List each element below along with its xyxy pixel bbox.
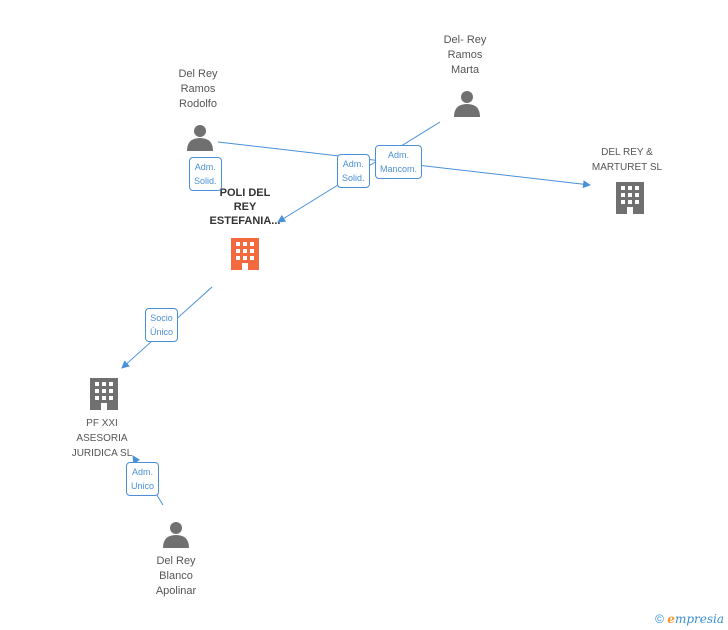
node-label-poli[interactable]: POLI DEL REY ESTEFANIA... <box>209 187 281 227</box>
edge-badge-rodolfo-poli[interactable]: Adm. Solid. <box>189 157 222 191</box>
edge-badge-rodolfo-marturet[interactable]: Adm. Mancom. <box>375 145 423 179</box>
edge-badge-apolinar-pfxxi[interactable]: Adm. Unico <box>126 462 160 496</box>
edge-badge-marta-poli[interactable]: Adm. Solid. <box>337 154 370 188</box>
node-label-apolinar[interactable]: Del Rey Blanco Apolinar <box>155 555 197 597</box>
node-label-marta[interactable]: Del- Rey Ramos Marta <box>443 34 487 76</box>
edge-badge-poli-pfxxi[interactable]: Socio Único <box>145 308 179 342</box>
node-label-pfxxi[interactable]: PF XXI ASESORIA JURIDICA SL <box>71 418 133 459</box>
building-icon[interactable] <box>616 182 644 214</box>
node-label-rodolfo[interactable]: Del Rey Ramos Rodolfo <box>178 68 218 110</box>
node-label-marturet[interactable]: DEL REY & MARTURET SL <box>591 147 663 173</box>
building-icon[interactable] <box>231 238 259 270</box>
person-icon[interactable] <box>163 522 189 548</box>
brand-rest: mpresia <box>674 612 724 626</box>
building-icon[interactable] <box>90 378 118 410</box>
person-icon[interactable] <box>454 91 480 117</box>
copyright-symbol: © <box>655 612 664 626</box>
brand-e: e <box>667 612 675 626</box>
empresia-watermark: © empresia <box>655 612 724 626</box>
person-icon[interactable] <box>187 125 213 151</box>
